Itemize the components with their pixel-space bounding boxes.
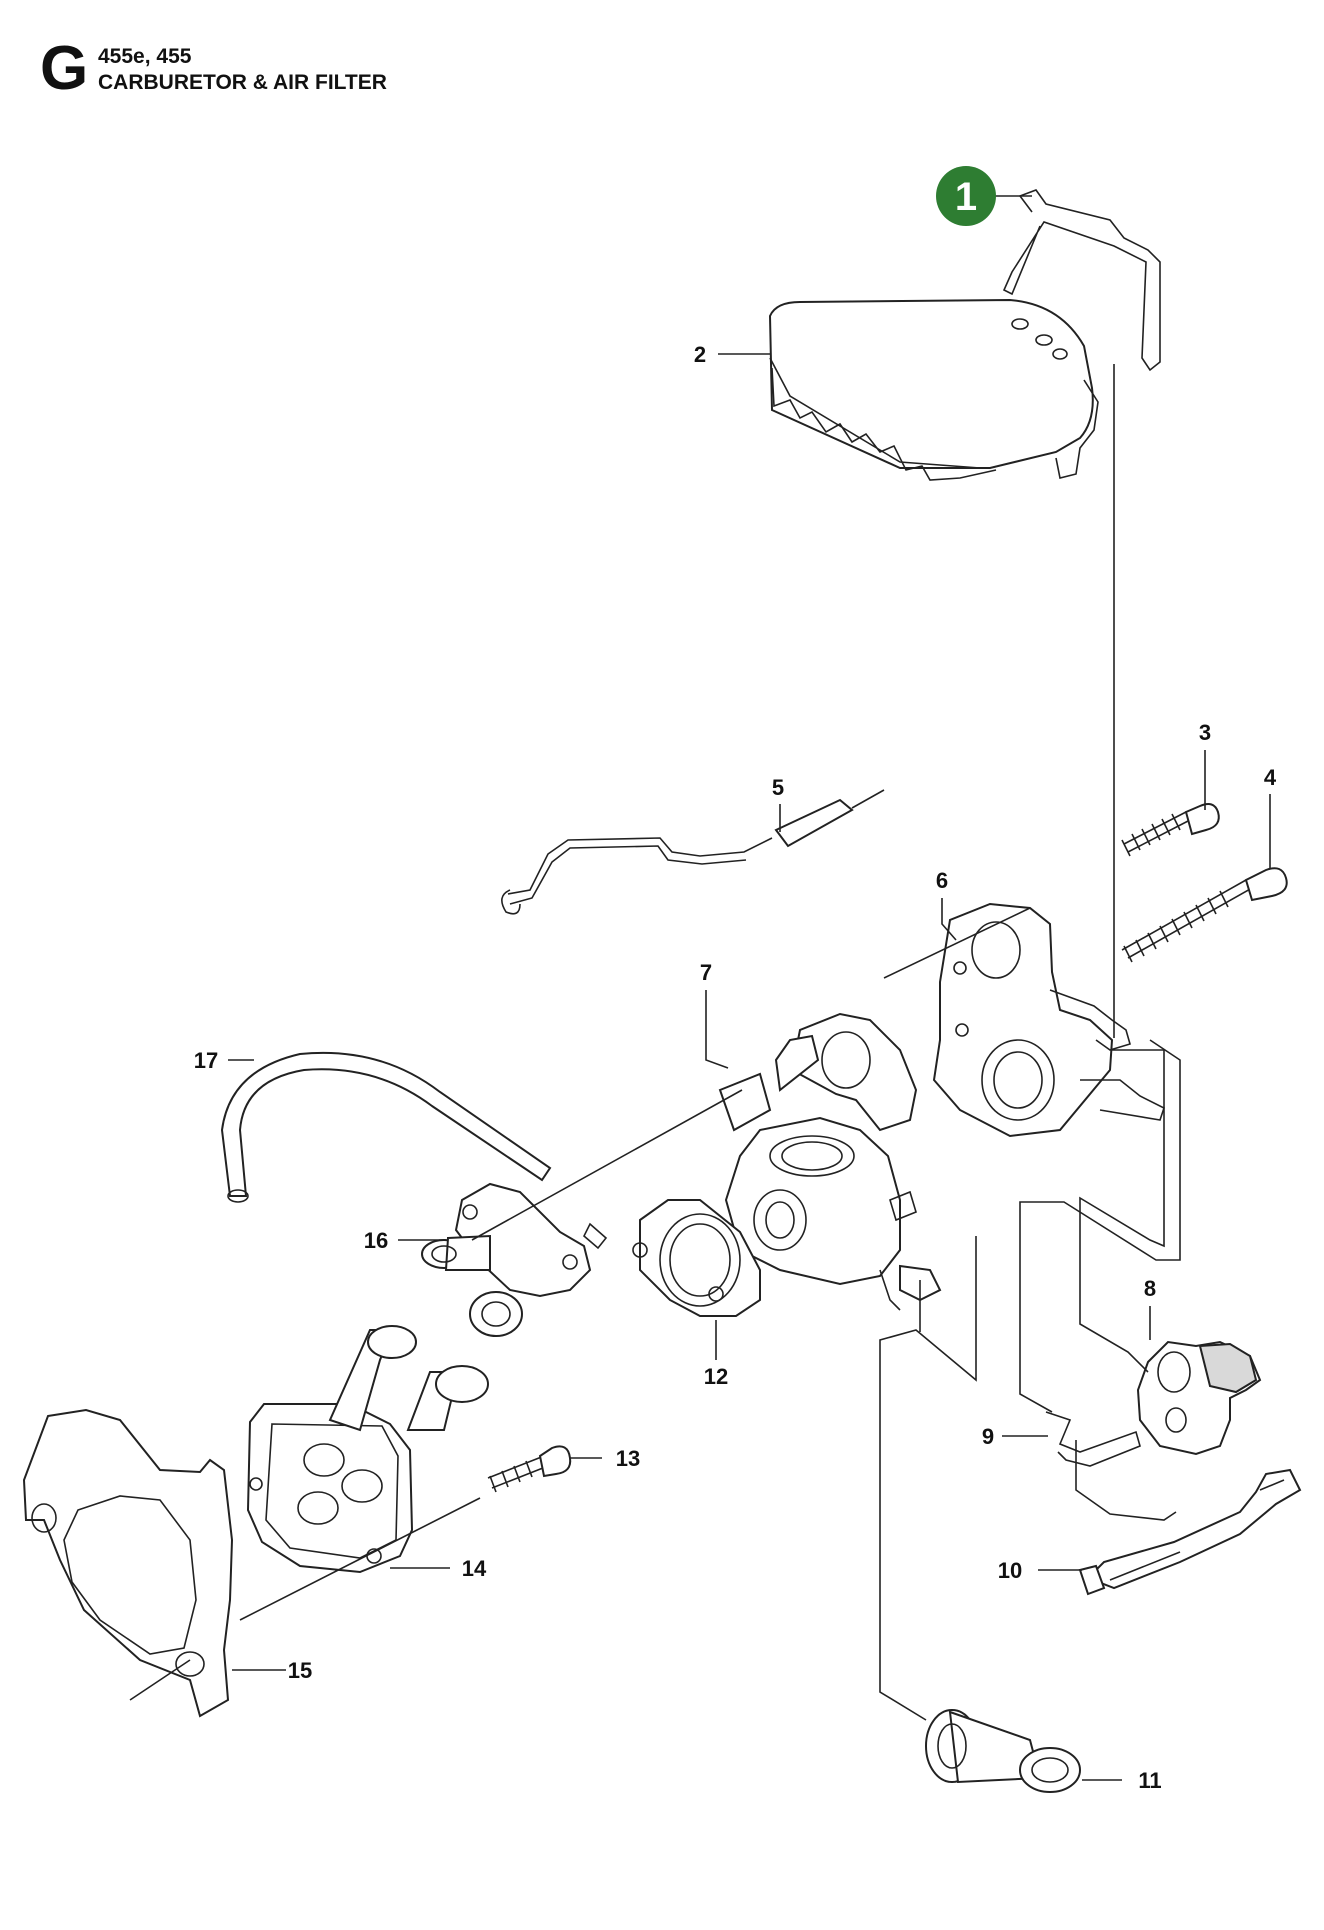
part-12-adapter-ring — [632, 1199, 761, 1317]
part-15-housing — [22, 1408, 234, 1718]
callout-11: 11 — [1138, 1768, 1161, 1793]
callout-leaders — [228, 195, 1271, 1781]
callout-5: 5 — [772, 775, 784, 800]
callout-15: 15 — [288, 1658, 312, 1683]
part-11-intake-tube — [925, 1709, 1081, 1793]
part-5-throttle-rod — [501, 789, 885, 915]
part-13-screw — [487, 1445, 572, 1493]
callout-8: 8 — [1144, 1276, 1156, 1301]
part-1-filter-clip — [1002, 189, 1161, 372]
part-1-badge: 1 — [936, 166, 996, 226]
badge-label: 1 — [955, 175, 977, 219]
part-7-carburetor — [718, 1012, 942, 1311]
callout-17: 17 — [194, 1048, 218, 1073]
callout-4: 4 — [1264, 765, 1277, 790]
callout-10: 10 — [998, 1558, 1022, 1583]
badge-circle — [936, 166, 996, 226]
page-header: 455e, 455 CARBURETOR & AIR FILTER — [98, 44, 387, 96]
part-4-screw — [1121, 867, 1288, 963]
callout-2: 2 — [694, 342, 706, 367]
callout-9: 9 — [982, 1424, 994, 1449]
callout-6: 6 — [936, 868, 948, 893]
callout-12: 12 — [704, 1364, 728, 1389]
callout-3: 3 — [1199, 720, 1211, 745]
part-17-fuel-hose — [220, 1051, 552, 1203]
callout-7: 7 — [700, 960, 712, 985]
callout-labels: 2 3 4 5 6 7 8 9 10 11 12 13 14 15 16 17 — [194, 342, 1277, 1793]
part-10-choke-linkage — [1078, 1468, 1302, 1596]
part-6-flange — [932, 902, 1165, 1138]
page-title: CARBURETOR & AIR FILTER — [98, 71, 387, 94]
part-16-tee-fitting — [421, 1182, 608, 1337]
assembly-lines — [129, 364, 1181, 1721]
part-9-spring-clip — [1045, 1411, 1141, 1467]
callout-16: 16 — [364, 1228, 388, 1253]
part-2-air-filter-cover — [768, 298, 1099, 481]
section-letter: G — [40, 34, 89, 103]
part-8-choke-lever — [1136, 1340, 1262, 1456]
part-3-screw — [1121, 803, 1220, 857]
callout-14: 14 — [462, 1556, 487, 1581]
part-14-intake-manifold — [246, 1325, 489, 1574]
model-label: 455e, 455 — [98, 45, 192, 68]
callout-13: 13 — [616, 1446, 640, 1471]
